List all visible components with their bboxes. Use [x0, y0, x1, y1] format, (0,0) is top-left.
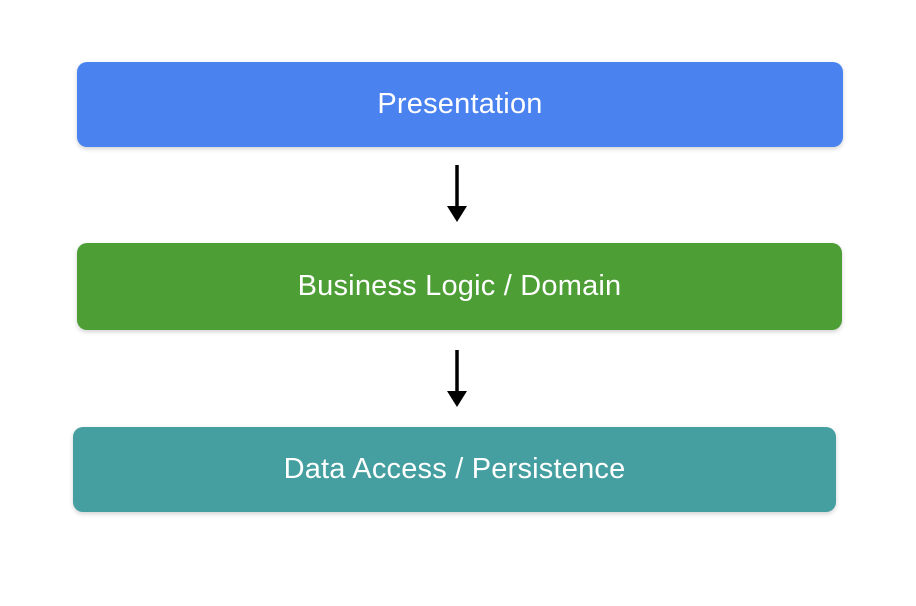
layer-label-presentation: Presentation [377, 88, 543, 120]
layer-label-business-logic: Business Logic / Domain [297, 270, 622, 302]
layer-box-data-access: Data Access / Persistence [73, 427, 836, 512]
layer-box-business-logic: Business Logic / Domain [77, 243, 842, 330]
layer-label-data-access: Data Access / Persistence [283, 453, 626, 485]
down-arrow-icon [447, 165, 467, 222]
layer-box-presentation: Presentation [77, 62, 843, 147]
down-arrow-icon [447, 350, 467, 407]
